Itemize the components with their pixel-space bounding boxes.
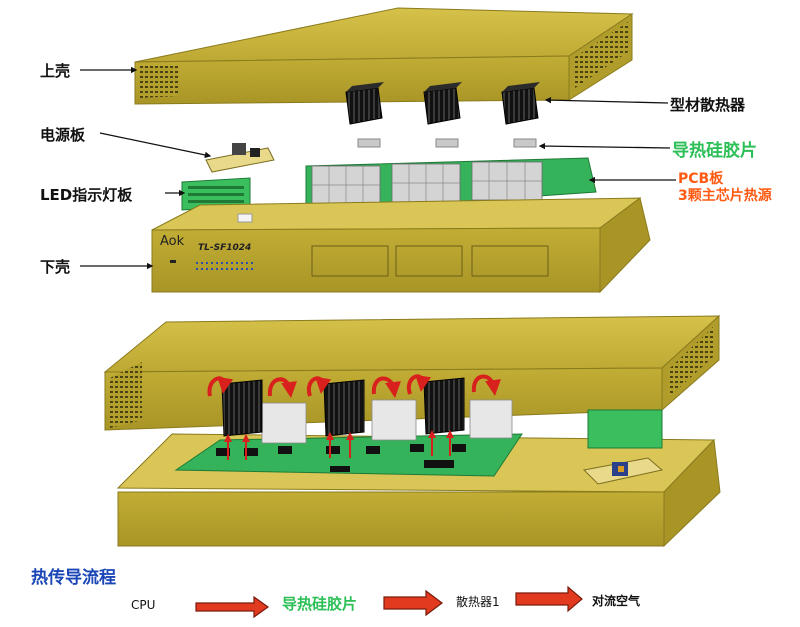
top-shell [134, 7, 634, 105]
flow-arrow-3 [515, 585, 583, 613]
heatsink-2 [423, 82, 462, 125]
label-thermal-pad: 导热硅胶片 [672, 141, 757, 161]
cutaway-power-board [582, 457, 664, 485]
label-pcb-line1: PCB板 [678, 171, 724, 187]
brand-label: Aok [160, 234, 185, 249]
label-pcb-line2: 3颗主芯片热源 [678, 188, 772, 204]
flow-step-air: 对流空气 [592, 594, 641, 608]
heatsink-3 [501, 82, 540, 125]
flow-step-thermal-pad: 导热硅胶片 [282, 595, 358, 613]
label-led-board: LED指示灯板 [40, 186, 133, 204]
cutaway-view [94, 310, 760, 548]
label-pcb: PCB板 3颗主芯片热源 [678, 171, 772, 205]
label-power-board: 电源板 [40, 126, 86, 144]
flow-arrow-2 [383, 589, 443, 617]
bottom-shell [151, 197, 651, 294]
label-top-shell: 上壳 [40, 62, 71, 80]
heatsink-1 [345, 82, 384, 125]
led-board [181, 177, 251, 211]
thermal-pads-top [357, 138, 537, 148]
heatsink-group-top [345, 82, 540, 125]
label-bottom-shell: 下壳 [40, 258, 71, 276]
model-label: TL-SF1024 [198, 243, 252, 253]
cutaway-heatsinks [221, 377, 465, 437]
flow-title: 热传导流程 [31, 568, 116, 588]
flow-step-heatsink: 散热器1 [456, 595, 500, 609]
label-heatsink: 型材散热器 [670, 96, 746, 114]
heat-flow-arrows [207, 374, 501, 460]
flow-arrow-1 [195, 595, 270, 619]
power-board [205, 143, 275, 173]
leader-lines [80, 66, 676, 270]
flow-step-cpu: CPU [131, 598, 156, 612]
cutaway-led-board [587, 409, 663, 449]
flow-arrows [195, 585, 583, 619]
pcb-board-top [305, 157, 597, 213]
